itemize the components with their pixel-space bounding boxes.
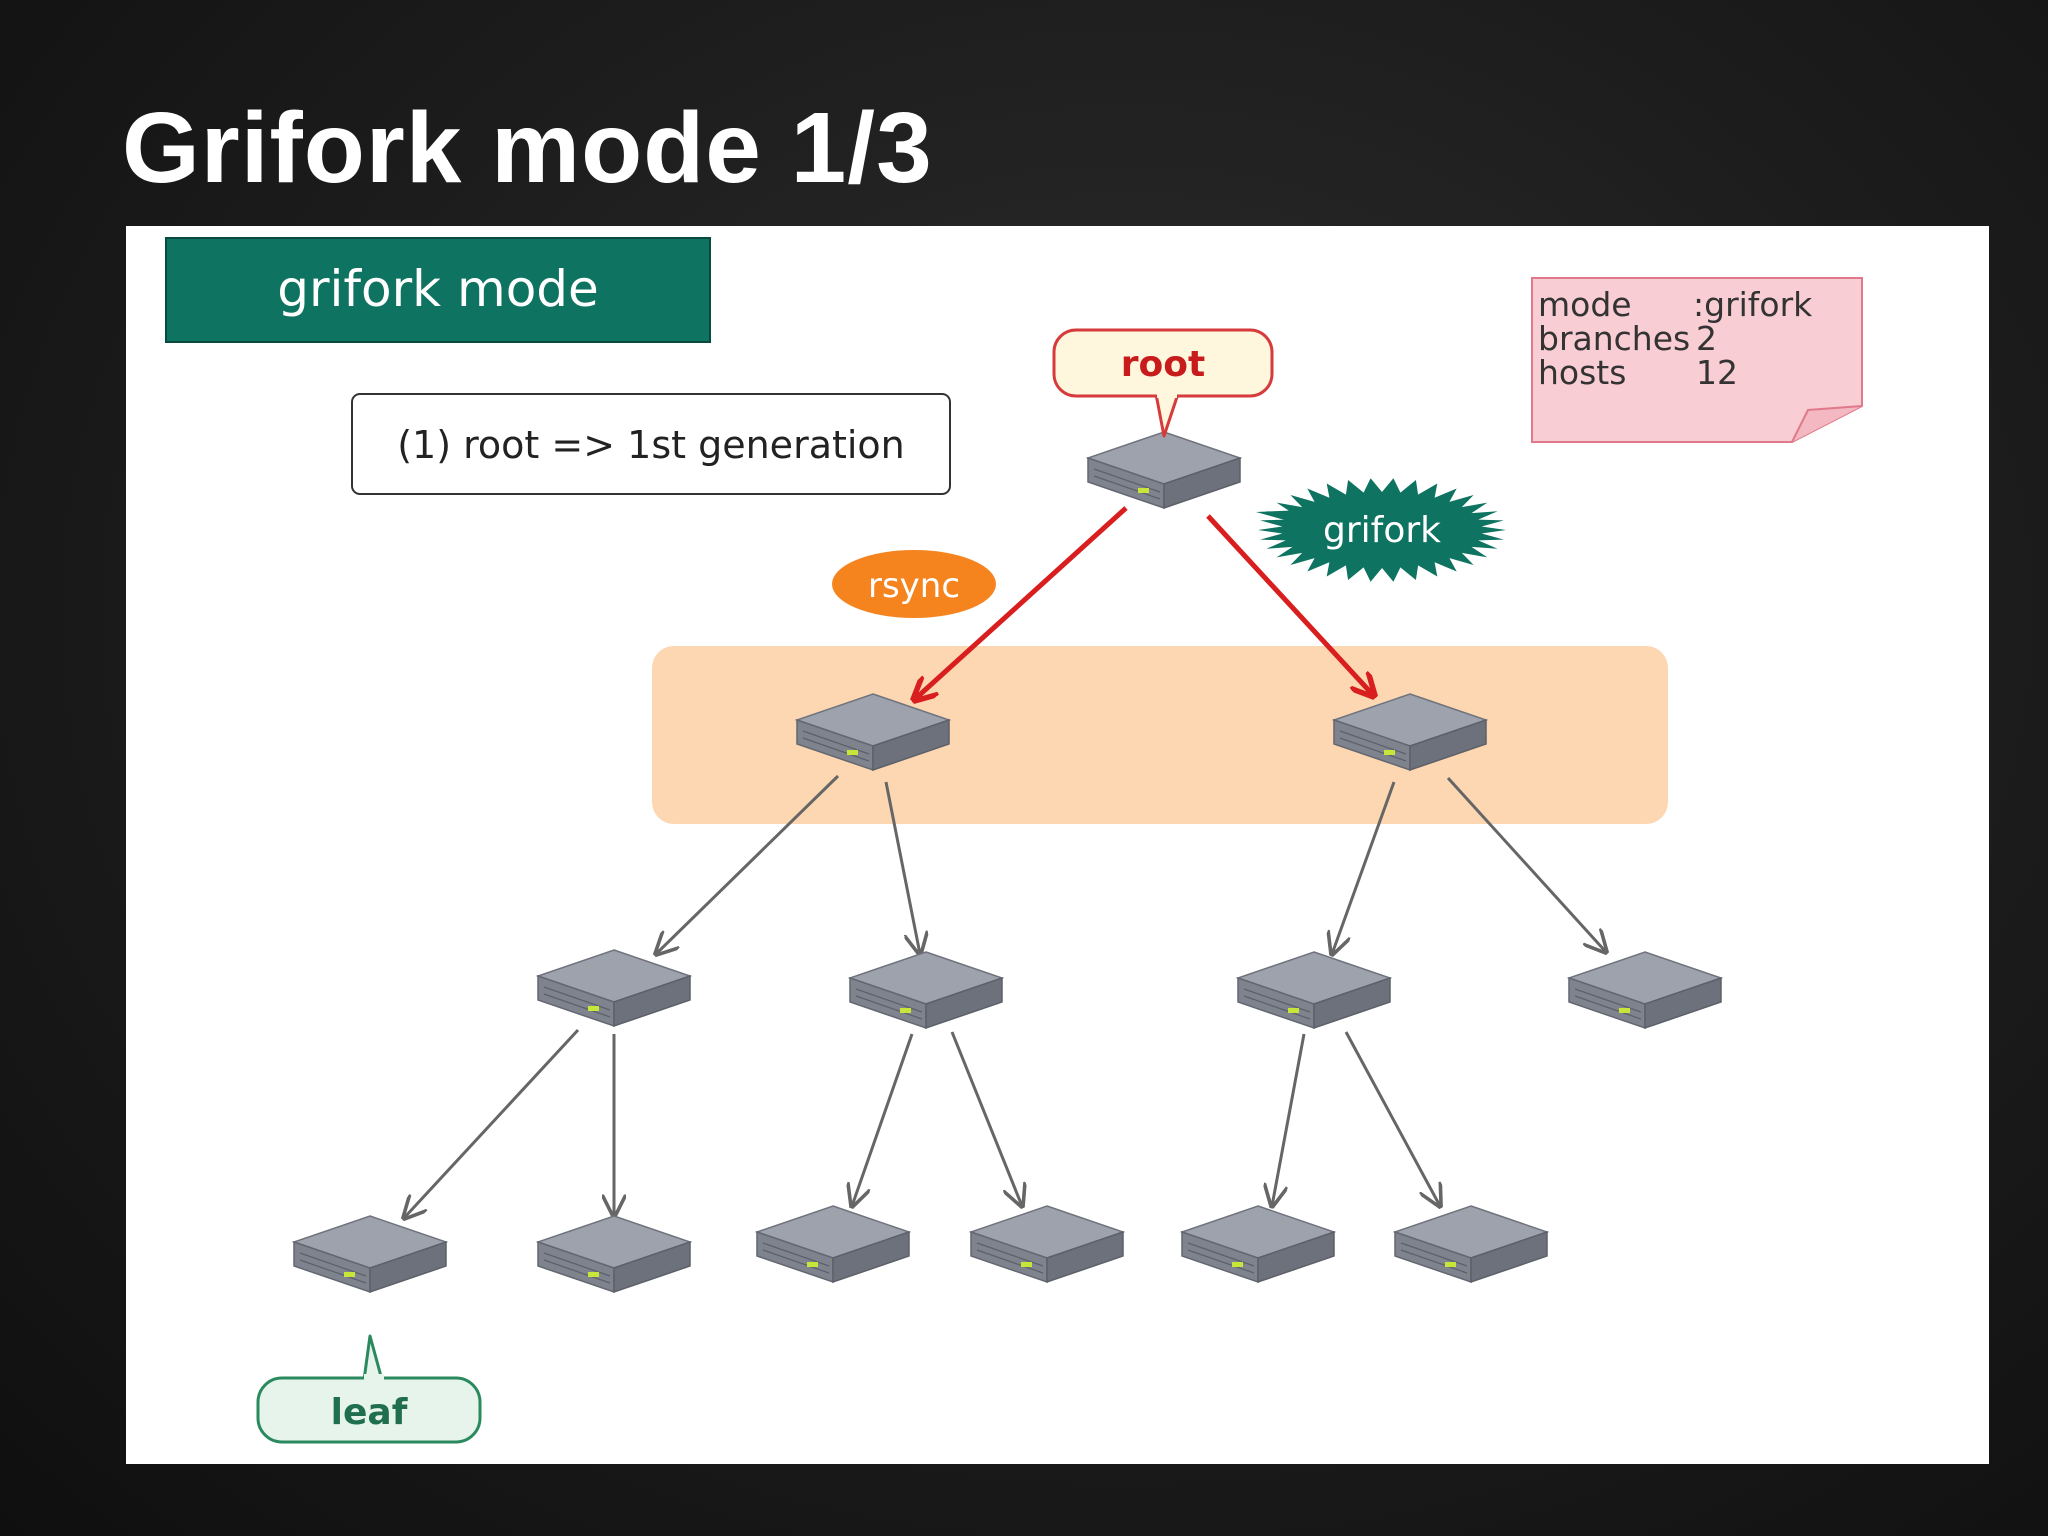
diagram-panel: grifork mode (1) root => 1st generation …: [126, 226, 1989, 1464]
server-leaf-3: [756, 1205, 910, 1283]
arrow-connector: [950, 1031, 1022, 1206]
arrow-connector: [852, 1033, 914, 1206]
arrow-connector: [1332, 781, 1396, 954]
info-branches-key: branches: [1538, 319, 1690, 358]
server-gen2-4: [1568, 951, 1722, 1029]
rsync-badge-label: rsync: [868, 566, 960, 606]
rsync-badge: rsync: [832, 550, 996, 618]
leaf-callout: leaf: [256, 1334, 482, 1444]
info-branches-value: 2: [1696, 319, 1717, 358]
red-arrow-left: [914, 506, 1128, 700]
server-gen2-3: [1237, 951, 1391, 1029]
diagram-canvas: grifork mode (1) root => 1st generation …: [165, 237, 1863, 1444]
root-callout-label: root: [1121, 344, 1205, 385]
grifork-burst-shape: [1258, 478, 1506, 582]
info-hosts-key: hosts: [1538, 353, 1626, 392]
server-leaf-1: [293, 1215, 447, 1293]
step-label-box: (1) root => 1st generation: [351, 393, 951, 495]
step-label: (1) root => 1st generation: [397, 423, 905, 467]
server-gen2-2: [849, 951, 1003, 1029]
root-callout: root: [1052, 328, 1274, 438]
server-leaf-5: [1181, 1205, 1335, 1283]
server-root: [1087, 431, 1241, 509]
grifork-burst-label: grifork: [1323, 510, 1441, 551]
arrow-connector: [656, 774, 840, 954]
mode-banner: grifork mode: [165, 237, 711, 343]
leaf-callout-label: leaf: [331, 1392, 408, 1433]
info-note: mode :grifork branches 2 hosts 12: [1531, 277, 1863, 443]
arrow-connector: [1446, 776, 1606, 952]
server-leaf-4: [970, 1205, 1124, 1283]
mode-banner-label: grifork mode: [277, 260, 599, 318]
server-leaf-6: [1394, 1205, 1548, 1283]
server-leaf-2: [537, 1215, 691, 1293]
rsync-arrows: [914, 506, 1374, 700]
arrow-connector: [404, 1028, 580, 1218]
info-mode-key: mode: [1538, 285, 1632, 324]
first-generation-highlight: [652, 646, 1668, 824]
arrow-connector: [1272, 1033, 1306, 1206]
slide-title: Grifork mode 1/3: [122, 92, 933, 204]
arrow-connector: [884, 781, 920, 954]
arrow-connector: [1344, 1031, 1440, 1206]
grifork-burst: grifork: [1256, 478, 1506, 582]
red-arrow-right: [1206, 514, 1374, 696]
server-gen2-1: [537, 949, 691, 1027]
tree-connectors: [404, 774, 1606, 1218]
info-hosts-value: 12: [1696, 353, 1738, 392]
info-mode-value: :grifork: [1693, 285, 1813, 324]
